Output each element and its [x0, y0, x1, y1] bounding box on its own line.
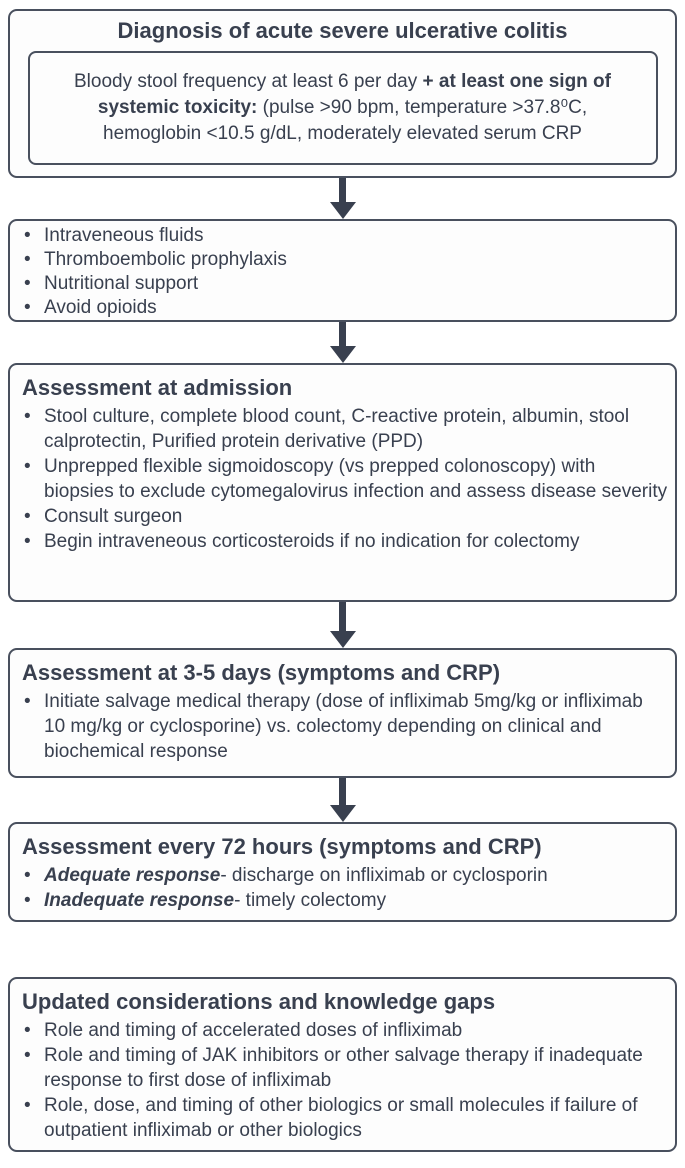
list-item-text: Thromboembolic prophylaxis	[44, 249, 287, 270]
list-item-text: Unprepped flexible sigmoidoscopy (vs pre…	[44, 456, 668, 502]
list-item: Begin intraveneous corticosteroids if no…	[10, 529, 675, 554]
arrow-head-icon	[329, 631, 356, 648]
day3-5-list: Initiate salvage medical therapy (dose o…	[10, 689, 675, 764]
day3-5-assessment-box: Assessment at 3-5 days (symptoms and CRP…	[8, 648, 677, 778]
list-item: Role, dose, and timing of other biologic…	[10, 1093, 675, 1143]
list-item: Role and timing of accelerated doses of …	[10, 1018, 675, 1043]
down-arrow-3	[0, 602, 685, 648]
considerations-list: Role and timing of accelerated doses of …	[10, 1018, 675, 1143]
every-72h-heading: Assessment every 72 hours (symptoms and …	[22, 834, 542, 859]
list-item: Unprepped flexible sigmoidoscopy (vs pre…	[10, 454, 675, 504]
response-rest: - discharge on infliximab or cyclosporin	[220, 865, 548, 886]
arrow-stem	[339, 322, 346, 346]
arrow-head-icon	[329, 805, 356, 822]
list-item-text: Avoid opioids	[44, 297, 157, 318]
diagnosis-title: Diagnosis of acute severe ulcerative col…	[117, 18, 568, 43]
section-gap	[0, 922, 685, 977]
down-arrow-4	[0, 778, 685, 822]
list-item: Consult surgeon	[10, 504, 675, 529]
list-item: Initiate salvage medical therapy (dose o…	[10, 689, 675, 764]
arrow-head-icon	[329, 346, 356, 363]
arrow-stem	[339, 178, 346, 202]
considerations-heading: Updated considerations and knowledge gap…	[22, 989, 496, 1014]
admission-list: Stool culture, complete blood count, C-r…	[10, 404, 675, 554]
list-item: Avoid opioids	[10, 296, 675, 320]
list-item-text: Nutritional support	[44, 273, 199, 294]
arrow-stem	[339, 602, 346, 631]
list-item: Inadequate response- timely colectomy	[10, 888, 675, 913]
list-item-text: Consult surgeon	[44, 506, 183, 527]
criteria-part-3: (pulse >90 bpm, temperature >37.8⁰C, hem…	[103, 97, 588, 144]
every-72h-list: Adequate response- discharge on inflixim…	[10, 863, 675, 913]
response-lead: Adequate response	[44, 865, 221, 886]
considerations-box: Updated considerations and knowledge gap…	[8, 977, 677, 1152]
arrow-head-icon	[329, 202, 356, 219]
response-rest: - timely colectomy	[234, 890, 387, 911]
supportive-care-box: Intraveneous fluids Thromboembolic proph…	[8, 219, 677, 322]
list-item: Thromboembolic prophylaxis	[10, 248, 675, 272]
diagnosis-criteria-text: Bloody stool frequency at least 6 per da…	[50, 69, 636, 147]
list-item-text: Stool culture, complete blood count, C-r…	[44, 406, 630, 452]
list-item: Stool culture, complete blood count, C-r…	[10, 404, 675, 454]
arrow-stem	[339, 778, 346, 805]
diagnosis-box: Diagnosis of acute severe ulcerative col…	[8, 9, 677, 178]
list-item-text: Role and timing of JAK inhibitors or oth…	[44, 1045, 643, 1091]
list-item: Role and timing of JAK inhibitors or oth…	[10, 1043, 675, 1093]
list-item: Nutritional support	[10, 272, 675, 296]
list-item: Intraveneous fluids	[10, 224, 675, 248]
list-item-text: Initiate salvage medical therapy (dose o…	[44, 691, 643, 762]
response-lead: Inadequate response	[44, 890, 235, 911]
criteria-part-2-bold: + at least one sign of systemic toxicity…	[97, 71, 611, 118]
list-item-text: Begin intraveneous corticosteroids if no…	[44, 531, 580, 552]
day3-5-heading: Assessment at 3-5 days (symptoms and CRP…	[22, 660, 501, 685]
diagnosis-criteria-box: Bloody stool frequency at least 6 per da…	[27, 51, 658, 165]
every-72h-assessment-box: Assessment every 72 hours (symptoms and …	[8, 822, 677, 922]
admission-heading: Assessment at admission	[22, 375, 293, 400]
list-item-text: Role, dose, and timing of other biologic…	[44, 1095, 638, 1141]
list-item-text: Role and timing of accelerated doses of …	[44, 1020, 463, 1041]
supportive-care-list: Intraveneous fluids Thromboembolic proph…	[10, 224, 675, 320]
criteria-part-1: Bloody stool frequency at least 6 per da…	[73, 71, 423, 92]
list-item-text: Intraveneous fluids	[44, 225, 204, 246]
down-arrow-1	[0, 178, 685, 219]
admission-assessment-box: Assessment at admission Stool culture, c…	[8, 363, 677, 602]
list-item: Adequate response- discharge on inflixim…	[10, 863, 675, 888]
down-arrow-2	[0, 322, 685, 363]
